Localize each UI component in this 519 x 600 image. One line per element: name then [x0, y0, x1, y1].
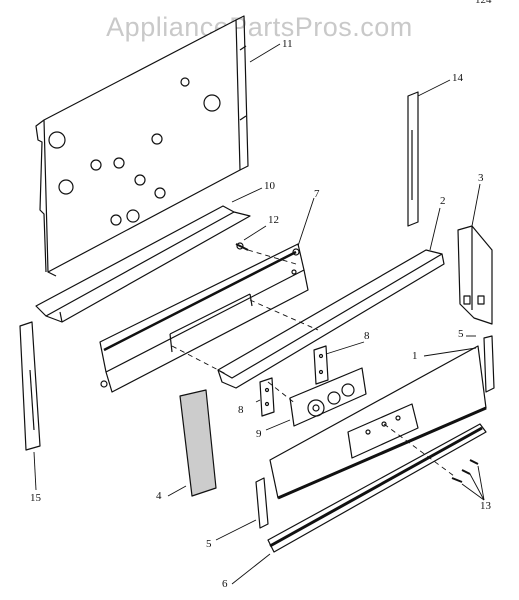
callout-11: 11 [282, 38, 293, 50]
part-bottom-trim [267, 423, 487, 553]
part-side-strip-left [19, 321, 41, 451]
part-dial-panel [289, 367, 367, 427]
callout-13: 13 [480, 500, 491, 512]
part-control-panel [269, 345, 487, 500]
part-lower-rail [35, 205, 251, 323]
part-bracket-upper [313, 345, 329, 385]
callout-14: 14 [452, 72, 463, 84]
callout-8-upper: 8 [364, 330, 370, 342]
part-side-strip-right [407, 91, 419, 227]
part-insulation-pad [179, 389, 217, 497]
part-screw [235, 242, 249, 251]
callout-8-lower: 8 [238, 404, 244, 416]
part-end-cap-lower [255, 477, 269, 529]
part-control-frame [99, 243, 309, 393]
part-end-cap-upper [483, 335, 495, 393]
callout-5-lower: 5 [206, 538, 212, 550]
callout-3: 3 [478, 172, 484, 184]
callout-7: 7 [314, 188, 320, 200]
corner-page-number: 124 [475, 0, 492, 6]
callout-1: 1 [412, 350, 418, 362]
part-clips [451, 459, 479, 483]
callout-10: 10 [264, 180, 275, 192]
callout-12: 12 [268, 214, 279, 226]
callout-5-upper: 5 [458, 328, 464, 340]
assembly-guide-lines [171, 249, 455, 477]
part-end-bracket [457, 225, 493, 325]
part-bracket-lower [259, 377, 275, 417]
part-back-panel [35, 15, 249, 277]
callout-4: 4 [156, 490, 162, 502]
callout-6: 6 [222, 578, 228, 590]
callout-15: 15 [30, 492, 41, 504]
callout-9: 9 [256, 428, 262, 440]
callout-2: 2 [440, 195, 446, 207]
callout-leader-lines [33, 43, 485, 585]
part-top-trim [217, 249, 445, 389]
